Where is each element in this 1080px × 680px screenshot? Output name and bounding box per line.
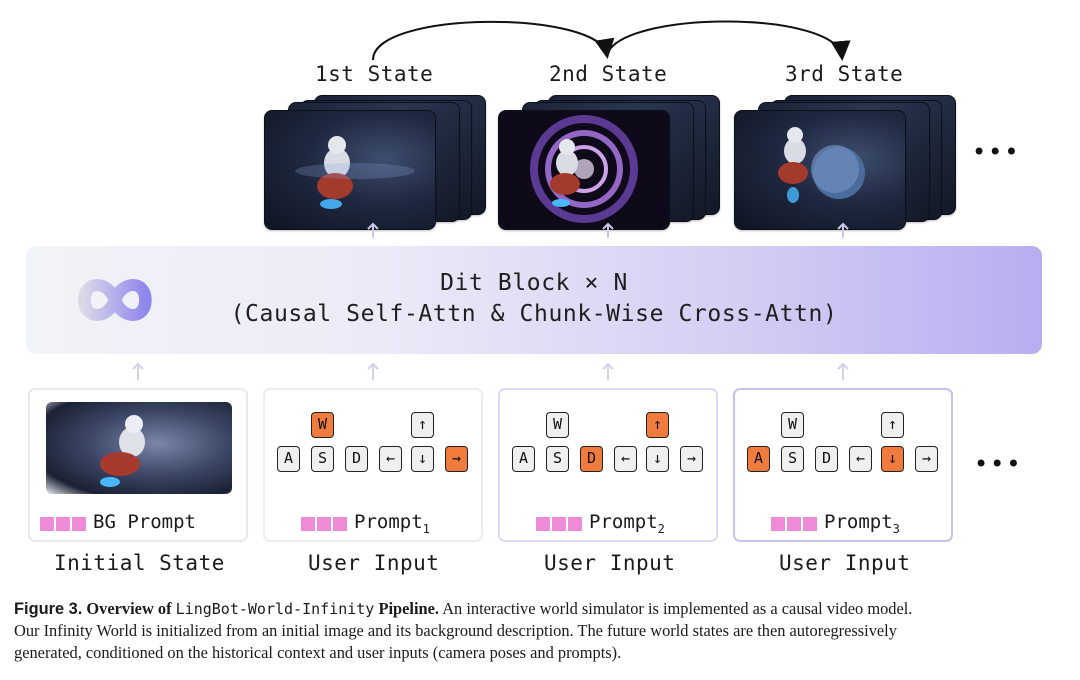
figure-caption: Figure 3. Overview of LingBot-World-Infi… (14, 598, 1066, 664)
user-input-card-1: W ↑ A S D ← ↓ → Prompt1 (263, 388, 483, 542)
caption-line-2: Our Infinity World is initialized from a… (14, 621, 897, 640)
key-d-1: D (345, 446, 368, 472)
key-right-2: → (680, 446, 703, 472)
key-up-3: ↑ (881, 412, 904, 438)
key-s-2: S (546, 446, 569, 472)
key-a-3: A (747, 446, 770, 472)
user-input-label-3: User Input (779, 551, 911, 575)
key-left-1: ← (379, 446, 402, 472)
key-w-2: W (546, 412, 569, 438)
dit-subtitle: (Causal Self-Attn & Chunk-Wise Cross-Att… (230, 301, 838, 327)
initial-image (46, 402, 232, 494)
caption-line-1: Figure 3. Overview of LingBot-World-Infi… (14, 598, 1066, 620)
caption-line-3: generated, conditioned on the historical… (14, 643, 622, 662)
dit-block: Dit Block × N (Causal Self-Attn & Chunk-… (26, 246, 1042, 354)
user-input-card-3: W ↑ A S D ← ↓ → Prompt3 (733, 388, 953, 542)
arrow-2-to-3 (606, 20, 851, 61)
key-d-2: D (580, 446, 603, 472)
prompt-3: Prompt3 (824, 511, 900, 536)
state-title-2: 2nd State (549, 62, 668, 86)
state-image-1 (264, 110, 436, 230)
infinity-logo-icon (78, 279, 152, 321)
state-title-1: 1st State (315, 62, 434, 86)
caption-title-post: Pipeline. (378, 599, 439, 618)
prompt-2: Prompt2 (589, 511, 665, 536)
key-up-1: ↑ (411, 412, 434, 438)
inputs-ellipsis: ••• (974, 450, 1023, 478)
states-ellipsis: ••• (972, 138, 1021, 166)
key-left-3: ← (849, 446, 872, 472)
caption-title-pre: Overview of (86, 599, 172, 618)
key-down-3: ↓ (881, 446, 904, 472)
user-input-card-2: W ↑ A S D ← ↓ → Prompt2 (498, 388, 718, 542)
key-down-1: ↓ (411, 446, 434, 472)
key-left-2: ← (614, 446, 637, 472)
user-input-label-2: User Input (544, 551, 676, 575)
initial-state-label: Initial State (54, 551, 225, 575)
key-up-2: ↑ (646, 412, 669, 438)
prompt-1: Prompt1 (354, 511, 430, 536)
caption-title-mono: LingBot-World-Infinity (175, 600, 375, 618)
dit-title: Dit Block × N (440, 270, 628, 296)
key-a-1: A (277, 446, 300, 472)
key-down-2: ↓ (646, 446, 669, 472)
key-s-3: S (781, 446, 804, 472)
key-w-1: W (311, 412, 334, 438)
caption-figure-number: Figure 3. (14, 600, 83, 618)
key-s-1: S (311, 446, 334, 472)
key-w-3: W (781, 412, 804, 438)
arrow-1-to-2 (372, 20, 615, 61)
key-right-3: → (915, 446, 938, 472)
bg-prompt-label: BG Prompt (93, 511, 196, 533)
state-image-2 (498, 110, 670, 230)
caption-text-1: An interactive world simulator is implem… (442, 599, 913, 618)
state-transition-arrows (372, 20, 851, 61)
state-title-3: 3rd State (785, 62, 904, 86)
dit-output-arrows (132, 222, 849, 380)
key-right-1: → (445, 446, 468, 472)
user-input-label-1: User Input (308, 551, 440, 575)
initial-state-card: BG Prompt (28, 388, 248, 542)
key-d-3: D (815, 446, 838, 472)
state-image-3 (734, 110, 906, 230)
key-a-2: A (512, 446, 535, 472)
